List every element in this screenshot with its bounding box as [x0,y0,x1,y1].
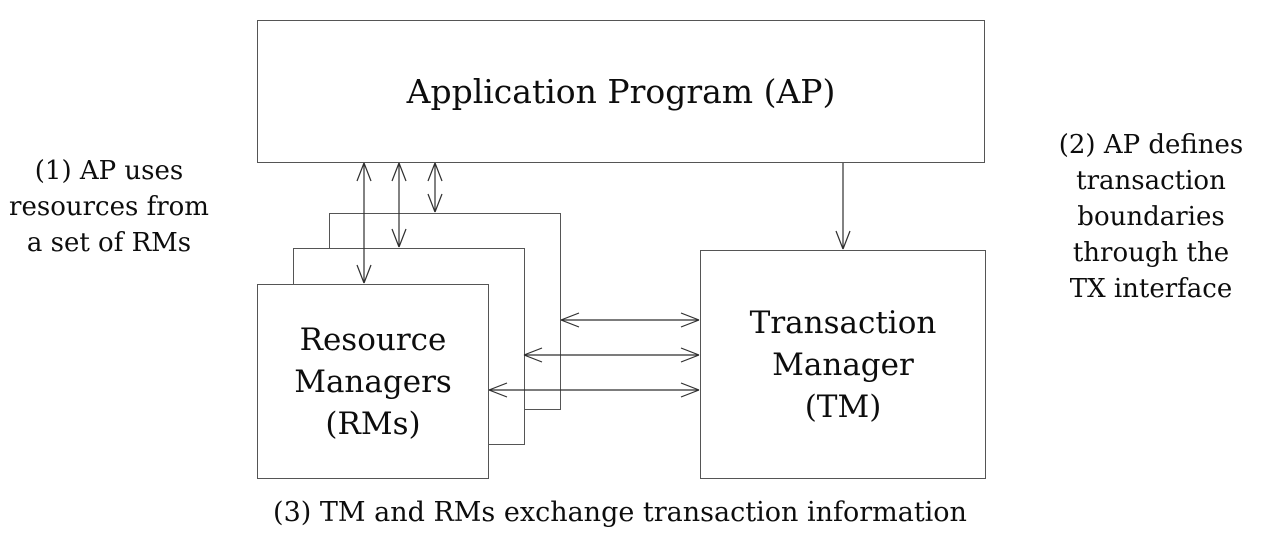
tm-label-line-2: Manager [772,346,914,383]
connector-rm-back-tm [560,312,700,328]
annotation-right-line-2: transaction [1076,166,1226,196]
ap-label: Application Program (AP) [406,71,836,111]
tm-box: Transaction Manager (TM) [700,250,986,479]
annotation-right-line-1: (2) AP defines [1058,130,1244,160]
annotation-left-line-3: a set of RMs [26,228,192,258]
annotation-left-line-2: resources from [9,192,209,222]
annotation-ap-uses-rms: (1) AP uses resources from a set of RMs [2,153,216,261]
annotation-ap-tx-interface: (2) AP defines transaction boundaries th… [1040,127,1262,307]
rm-label: Resource Managers (RMs) [294,319,452,445]
ap-box: Application Program (AP) [257,20,985,163]
connector-ap-rm-back [427,162,443,213]
connector-ap-tm [835,163,851,250]
rm-label-line-2: Managers [294,363,452,400]
annotation-right-line-5: TX interface [1069,274,1233,304]
tm-label-line-1: Transaction [749,304,937,341]
annotation-right-line-3: boundaries [1077,202,1225,232]
tm-label: Transaction Manager (TM) [750,302,937,428]
rm-label-line-1: Resource [299,321,447,358]
rm-box-front: Resource Managers (RMs) [257,284,489,479]
tm-label-line-3: (TM) [804,388,882,425]
annotation-right-line-4: through the [1072,238,1230,268]
annotation-tm-rm-exchange: (3) TM and RMs exchange transaction info… [273,497,967,528]
annotation-left-line-1: (1) AP uses [34,156,184,186]
rm-label-line-3: (RMs) [325,405,421,442]
